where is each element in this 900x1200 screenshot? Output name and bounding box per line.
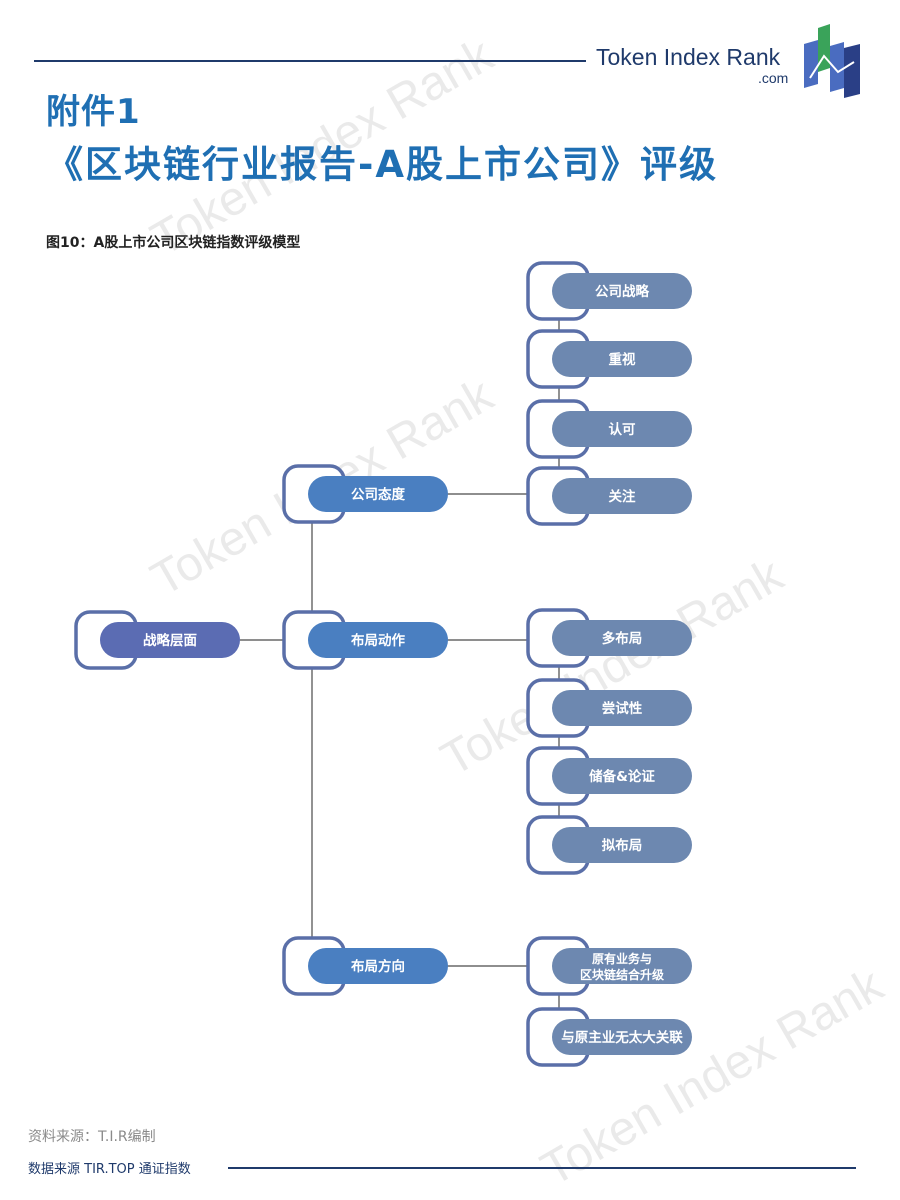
node-label: 认可 (609, 421, 637, 438)
page-title-line1: 附件1 (46, 92, 141, 132)
node-pill (100, 622, 240, 658)
data-source-note: 数据来源 TIR.TOP 通证指数 (28, 1162, 191, 1177)
node-pill (552, 1019, 692, 1055)
leaf-node: 关注 (526, 466, 692, 526)
node-label: 多布局 (602, 630, 643, 647)
leaf-node: 重视 (526, 329, 692, 389)
node-label: 重视 (609, 351, 637, 368)
node-label: 布局动作 (351, 632, 405, 649)
figure-caption: 图10：A股上市公司区块链指数评级模型 (46, 235, 301, 251)
node-pill (552, 273, 692, 309)
root-node: 战略层面 (74, 610, 240, 670)
leaf-node: 与原主业无太大关联 (526, 1007, 692, 1067)
branch-node: 布局动作 (282, 610, 448, 670)
node-pill (552, 827, 692, 863)
node-label: 战略层面 (143, 632, 197, 649)
leaf-node: 尝试性 (526, 678, 692, 738)
node-pill (552, 758, 692, 794)
leaf-node: 储备&论证 (526, 746, 692, 806)
node-label: 原有业务与 (592, 951, 652, 966)
branch-node: 公司态度 (282, 464, 448, 524)
brand-logo-icon (804, 24, 860, 98)
leaf-node: 公司战略 (526, 261, 692, 321)
node-pill (552, 341, 692, 377)
node-pill (552, 478, 692, 514)
node-label: 公司态度 (351, 486, 405, 503)
header-rule (34, 60, 586, 62)
leaf-node: 多布局 (526, 608, 692, 668)
node-label: 布局方向 (351, 958, 405, 975)
brand-logo-text: Token Index Rank (596, 44, 781, 70)
source-note: 资料来源：T.I.R编制 (28, 1129, 156, 1145)
node-pill (552, 620, 692, 656)
node-pill (552, 411, 692, 447)
leaf-node: 拟布局 (526, 815, 692, 875)
node-pill (308, 948, 448, 984)
node-label: 关注 (609, 488, 637, 505)
node-label: 公司战略 (595, 283, 649, 300)
node-label: 储备&论证 (588, 768, 655, 785)
node-label: 拟布局 (602, 837, 643, 854)
node-pill (308, 476, 448, 512)
node-pill (552, 690, 692, 726)
node-label: 尝试性 (602, 700, 643, 717)
node-pill (308, 622, 448, 658)
branch-node: 布局方向 (282, 936, 448, 996)
node-label: 与原主业无太大关联 (561, 1029, 683, 1046)
footer-rule (228, 1167, 856, 1169)
leaf-node: 认可 (526, 399, 692, 459)
page-title-line2: 《区块链行业报告-A股上市公司》评级 (46, 143, 718, 186)
node-pill (552, 948, 692, 984)
brand-logo-subtext: .com (758, 70, 789, 86)
node-label: 区块链结合升级 (580, 967, 664, 982)
